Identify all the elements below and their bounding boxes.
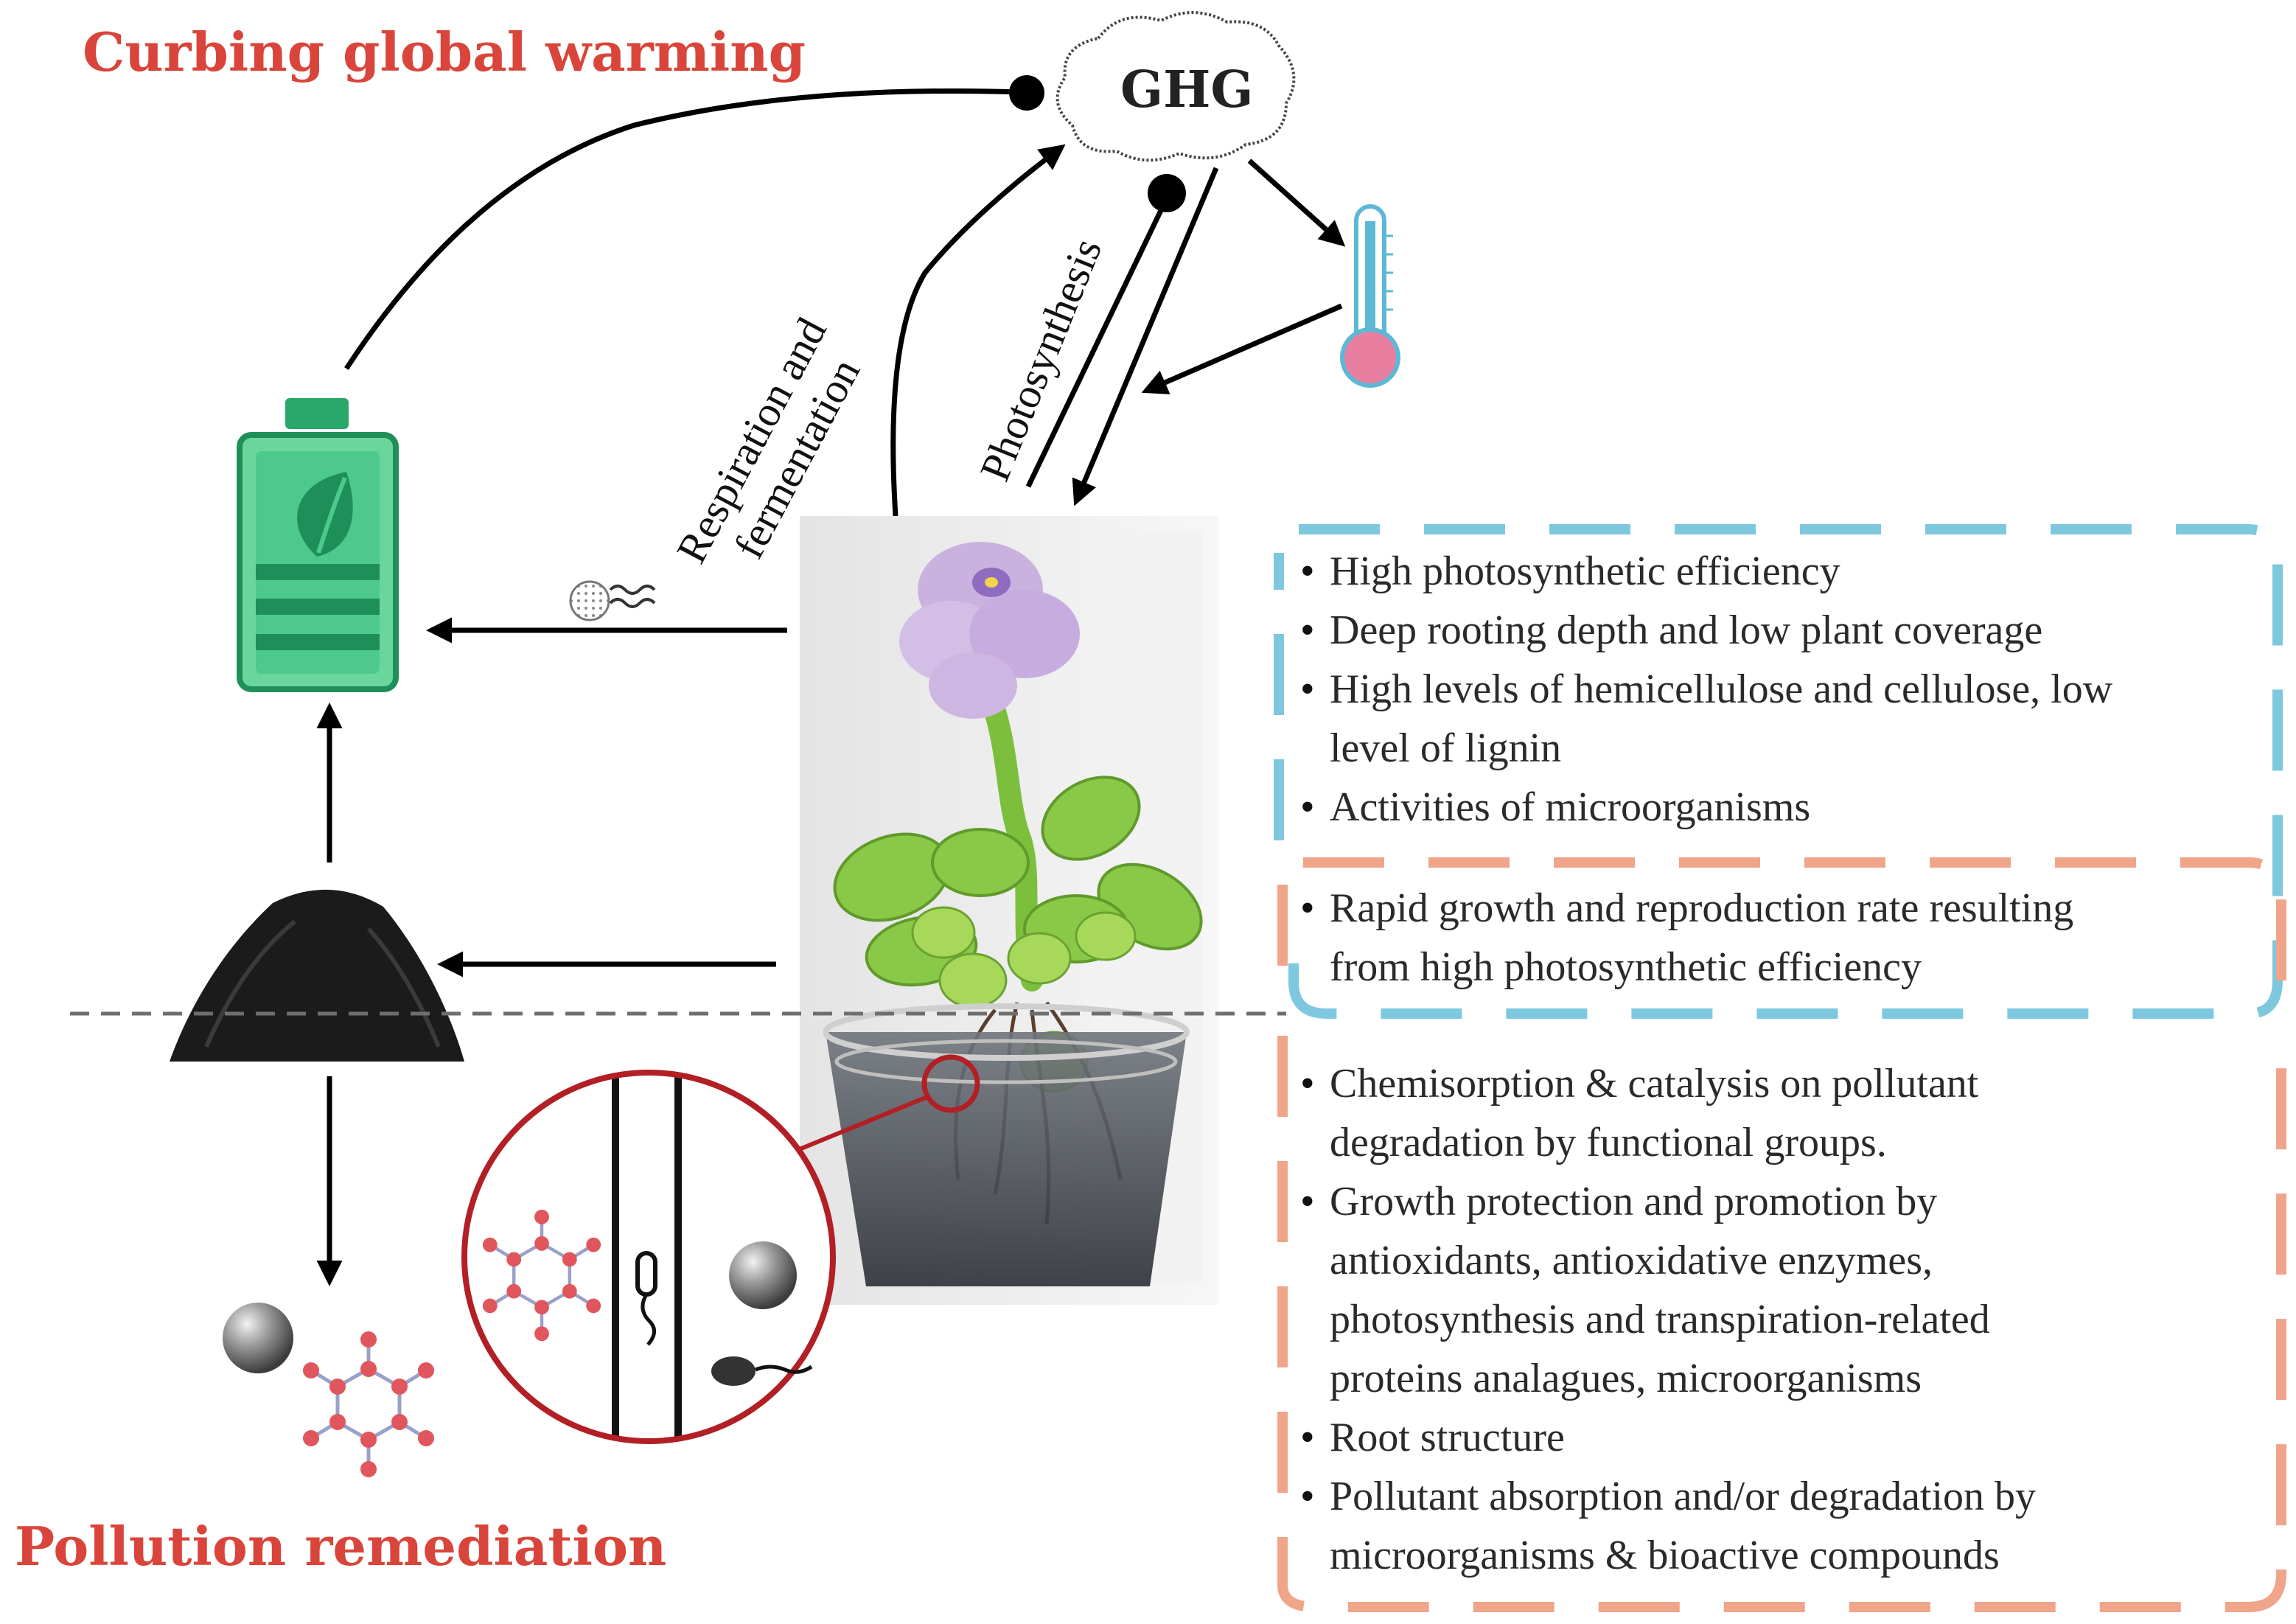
remediation-bullet-continuation: photosynthesis and transpiration-related [1330,1297,1990,1342]
remediation-bullet-continuation: degradation by functional groups. [1330,1120,1887,1165]
remediation-bullet: Chemisorption & catalysis on pollutant [1299,1054,2279,1113]
energy-bullet-list: High photosynthetic efficiency Deep root… [1299,542,2279,837]
growth-bullet-continuation: from high photosynthetic efficiency [1330,944,1922,990]
remediation-bullet-continuation: proteins analagues, microorganisms [1330,1356,1922,1401]
metal-sphere-icon [729,1241,797,1309]
energy-panel-frame [1274,524,2283,1019]
pollutant-molecule-icon [303,1331,434,1477]
growth-bullet: Rapid growth and reproduction rate resul… [1299,879,2279,938]
remediation-panel-frame [1277,1032,2286,1612]
photosynthesis-dot [1148,174,1186,212]
ghg-inhibit-dot [1009,75,1044,111]
curbing-heading: Curbing global warming [83,21,806,83]
remediation-bullet-continuation: microorganisms & bioactive compounds [1330,1533,2000,1578]
remediation-bullet-list: Chemisorption & catalysis on pollutant d… [1299,1054,2279,1585]
ghg-cloud [1055,11,1296,162]
water-hyacinth-photo [800,516,1218,1305]
biochar-pile-icon [170,889,464,1062]
growth-bullet-list: Rapid growth and reproduction rate resul… [1299,879,2279,997]
pollutant-molecule-icon [482,1209,601,1342]
microbe-icon [711,1356,813,1386]
ghg-to-plant-arrow [1072,167,1219,506]
microbe-icon [635,1251,657,1346]
remediation-bullet-continuation: antioxidants, antioxidative enzymes, [1330,1238,1933,1283]
temperature-to-plant-arrow [1141,303,1343,394]
energy-bullet: Deep rooting depth and low plant coverag… [1299,601,2279,660]
metal-sphere-icon [223,1303,293,1373]
ghg-label: GHG [1120,60,1254,119]
leaf-icon [297,472,353,557]
leaf-battery-icon [237,398,399,692]
flower [899,542,1080,719]
respiration-arrow [890,144,1066,517]
zoom-connector [787,1095,929,1156]
remediation-heading: Pollution remediation [15,1515,667,1578]
photosynthesis-line [1025,201,1168,488]
energy-bullet: High photosynthetic efficiency [1299,542,2279,601]
thermometer-icon [1340,204,1400,388]
biochar-pore-zoom [461,1070,836,1444]
growth-panel-frame [1277,857,2286,988]
gas-particle-icon [569,580,656,621]
remediation-bullet: Pollutant absorption and/or degradation … [1299,1467,2279,1526]
energy-bullet-continuation: level of lignin [1330,725,1562,771]
remediation-bullet: Root structure [1299,1408,2279,1467]
zoom-highlight-circle [921,1054,980,1113]
energy-bullet: Activities of microorganisms [1299,778,2279,837]
remediation-bullet: Growth protection and promotion by [1299,1172,2279,1231]
ghg-to-temperature-arrow [1247,158,1346,247]
battery-to-ghg-connector [344,88,1022,370]
energy-bullet: High levels of hemicellulose and cellulo… [1299,660,2279,719]
